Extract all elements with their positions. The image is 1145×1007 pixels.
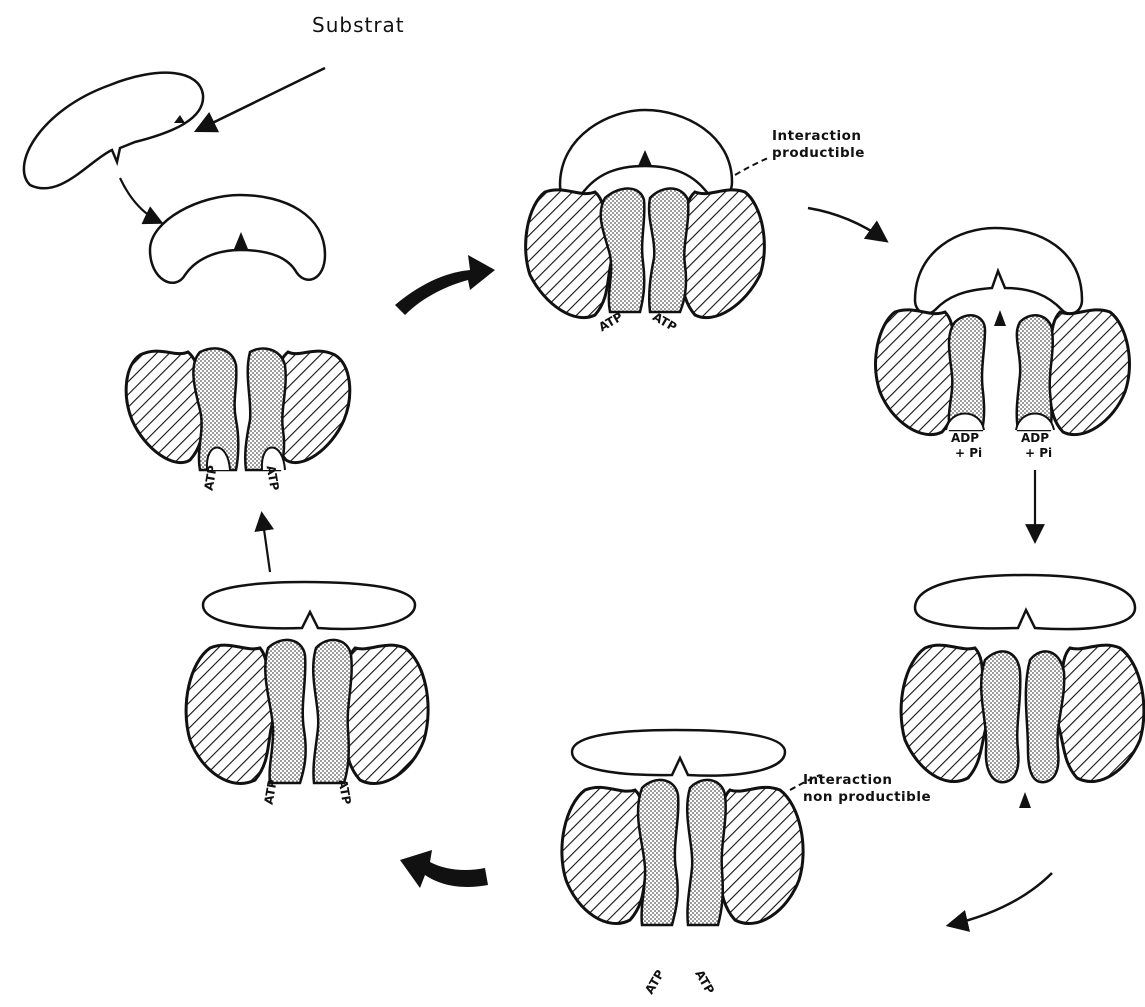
triangle-4 [1019, 792, 1031, 808]
arrow-to-binding [120, 178, 160, 222]
substrate-5 [572, 730, 785, 776]
adp-label: ADP [1021, 432, 1049, 444]
substrate-4 [915, 575, 1135, 629]
pi-label: + Pi [955, 447, 982, 459]
free-unfolded-substrate [24, 73, 203, 189]
bound-substrate-1 [150, 195, 325, 283]
nonproductive-interaction-label-line1: Interaction [803, 773, 892, 788]
released-substrate-3 [915, 228, 1082, 314]
nonproductive-interaction-label-line2: non productible [803, 790, 931, 805]
arrow-back-up [262, 515, 270, 572]
bound-substrate-2 [560, 110, 732, 198]
arrow-to-hydrolysis [808, 208, 885, 240]
productive-interaction-label-line2: productible [772, 146, 865, 161]
pi-label: + Pi [1025, 447, 1052, 459]
chaperone-open-adp [876, 310, 1130, 435]
productive-interaction-label-line1: Interaction [772, 129, 861, 144]
adp-label: ADP [951, 432, 979, 444]
productive-dash [735, 158, 768, 175]
chaperone-closed-4 [901, 645, 1144, 782]
big-arrow-to-resting [400, 850, 488, 888]
chaperone-open-atp [126, 348, 350, 470]
released-substrate-triangle [994, 310, 1006, 326]
chaperone-open-6 [186, 640, 428, 784]
arrow-to-nonproductive [950, 873, 1052, 925]
big-arrow-to-productive [395, 255, 495, 315]
substrate-6 [203, 582, 415, 629]
substrate-label: Substrat [312, 14, 405, 36]
chaperone-closed-atp [526, 188, 765, 317]
substrate-entry-arrow [198, 68, 325, 130]
chaperone-open-5 [562, 780, 803, 925]
